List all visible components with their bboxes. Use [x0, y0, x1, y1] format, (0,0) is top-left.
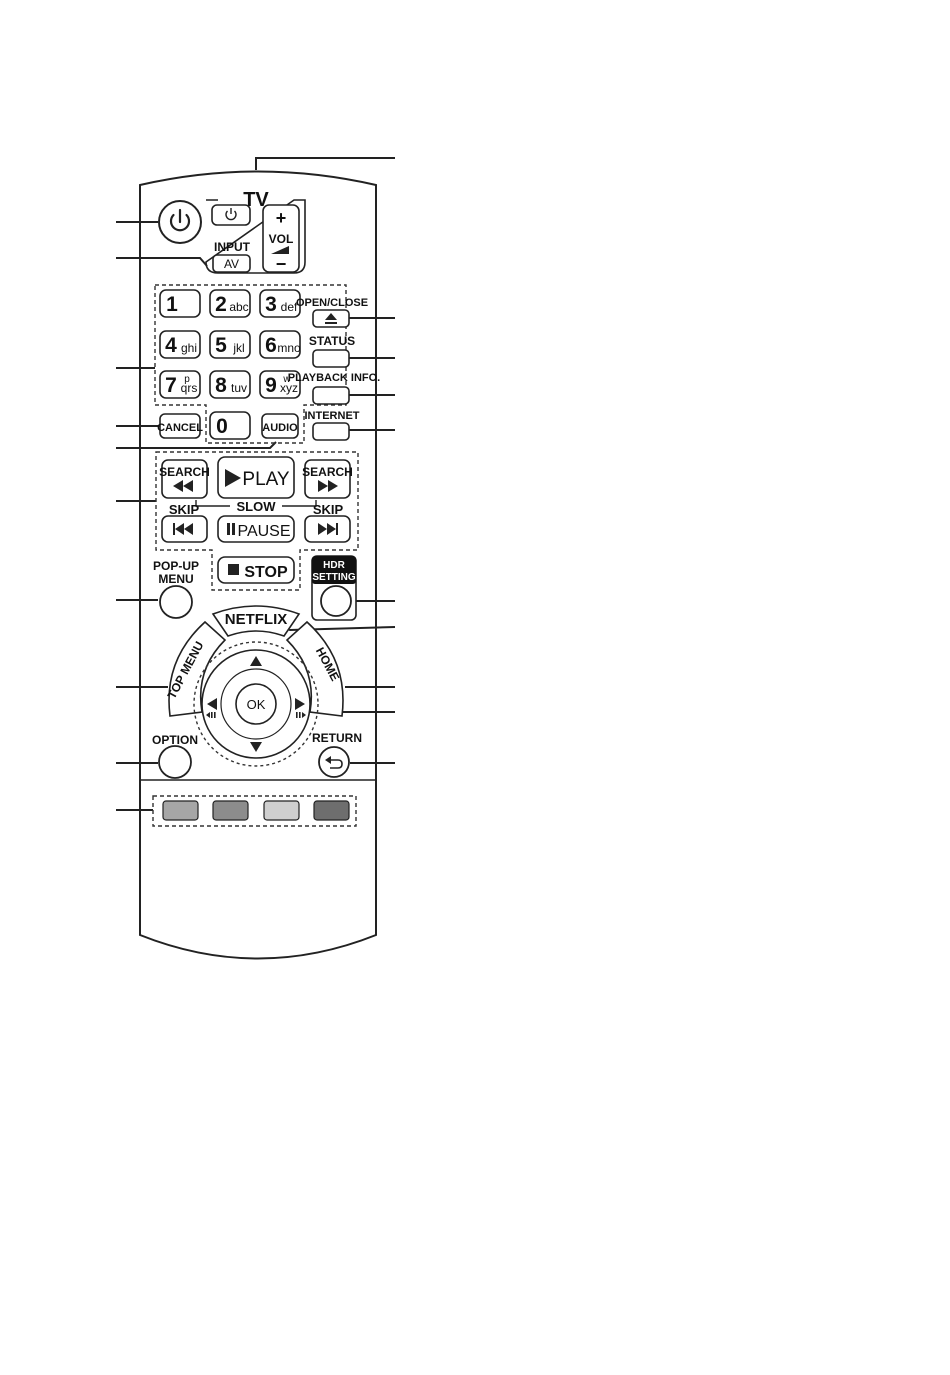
hdr-setting-label-2: SETTING [312, 572, 356, 583]
pause-label: PAUSE [237, 523, 290, 540]
red-key[interactable] [163, 801, 198, 820]
numpad-digit: 8 [215, 374, 227, 397]
status-button[interactable] [313, 350, 349, 367]
internet-label: INTERNET [305, 410, 360, 422]
hdr-setting-label-1: HDR [323, 560, 345, 571]
open-close-label: OPEN/CLOSE [296, 297, 368, 309]
stop-label: STOP [244, 564, 288, 581]
popup-menu-label-2: MENU [158, 572, 193, 586]
ok-label: OK [247, 697, 266, 712]
tv-vol-minus: − [276, 254, 287, 274]
yellow-key[interactable] [264, 801, 299, 820]
callout-line-top [256, 158, 395, 170]
internet-button[interactable] [313, 423, 349, 440]
tv-vol-label: VOL [269, 232, 294, 246]
option-button[interactable] [159, 746, 191, 778]
option-label: OPTION [152, 733, 198, 747]
return-label: RETURN [312, 731, 362, 745]
numpad-letters: jkl [232, 341, 244, 355]
numpad-digit: 2 [215, 293, 227, 316]
popup-menu-button[interactable] [160, 586, 192, 618]
playback-info-button[interactable] [313, 387, 349, 404]
numpad-digit: 5 [215, 334, 227, 357]
numpad-letters: mno [277, 341, 301, 355]
stop-icon [228, 564, 239, 575]
search-rewind-label: SEARCH [159, 465, 210, 479]
audio-label: AUDIO [262, 422, 298, 434]
popup-menu-label-1: POP-UP [153, 559, 199, 573]
numpad-letters-super: p [184, 374, 190, 385]
numpad-digit: 0 [216, 415, 228, 438]
numpad-digit: 9 [265, 374, 277, 397]
pause-icon-bar-2 [232, 523, 235, 535]
netflix-label: NETFLIX [225, 611, 288, 628]
numpad-letters: tuv [231, 381, 247, 395]
skip-next-icon-bar [336, 523, 338, 535]
numpad-digit: 4 [165, 334, 177, 357]
search-forward-label: SEARCH [302, 465, 353, 479]
skip-prev-icon-bar [173, 523, 175, 535]
numpad-digit: 1 [166, 293, 178, 316]
cancel-label: CANCEL [157, 422, 203, 434]
eject-icon-bar [325, 322, 337, 324]
green-key[interactable] [213, 801, 248, 820]
slow-label: SLOW [237, 499, 277, 514]
play-label: PLAY [242, 469, 290, 490]
numpad-digit: 6 [265, 334, 277, 357]
numpad-digit: 7 [165, 374, 177, 397]
skip-prev-label: SKIP [169, 502, 200, 517]
return-button[interactable] [319, 747, 349, 777]
status-label: STATUS [309, 334, 355, 348]
skip-next-label: SKIP [313, 502, 344, 517]
playback-info-label: PLAYBACK INFO. [288, 372, 381, 384]
hdr-setting-button[interactable] [321, 586, 351, 616]
numpad-letters: abc [229, 300, 248, 314]
tv-vol-plus: + [276, 208, 287, 228]
numpad-digit: 3 [265, 293, 277, 316]
pause-icon-bar-1 [227, 523, 230, 535]
blue-key[interactable] [314, 801, 349, 820]
numpad-letters: ghi [181, 341, 197, 355]
tv-input-label: INPUT [214, 240, 251, 254]
tv-av-label: AV [224, 257, 239, 271]
